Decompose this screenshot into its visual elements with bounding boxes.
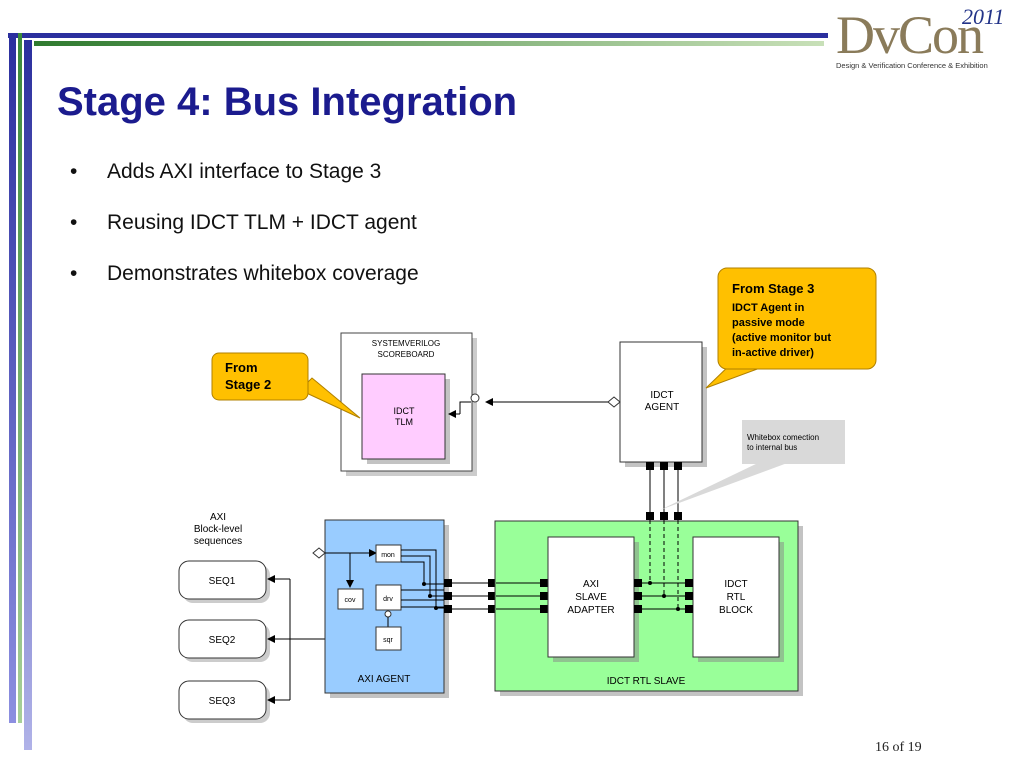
mon-label: mon (381, 552, 395, 559)
axi-slave-adapter-box: AXI SLAVE ADAPTER (547, 536, 639, 662)
callout-stage3-title: From Stage 3 (732, 281, 814, 296)
callout-stage3-text: (active monitor but (732, 332, 831, 344)
page-number: 16 of 19 (875, 740, 922, 755)
seq2-label: SEQ2 (209, 635, 236, 646)
adapter-label: AXI (583, 579, 599, 590)
seq1-box: SEQ1 (178, 560, 270, 603)
bullet-text: Demonstrates whitebox coverage (107, 262, 419, 285)
seq2-box: SEQ2 (178, 619, 270, 662)
scoreboard-title: SYSTEMVERILOG (372, 339, 440, 348)
tlm-label: TLM (395, 417, 413, 427)
axi-agent-label: AXI AGENT (358, 674, 411, 685)
bullet-text: Reusing IDCT TLM + IDCT agent (107, 211, 417, 234)
cov-box (337, 588, 364, 610)
export-circle-icon (470, 393, 480, 403)
axi-analysis-diamond-icon (312, 547, 326, 559)
logo-tagline: Design & Verification Conference & Exhib… (836, 61, 988, 70)
bullet-dot-icon: • (70, 211, 78, 234)
seq1-label: SEQ1 (209, 576, 236, 587)
bullet-item: • Demonstrates whitebox coverage (70, 262, 419, 313)
idct-rtl-slave-label: IDCT RTL SLAVE (607, 676, 686, 687)
analysis-port-diamond-icon (607, 396, 621, 408)
bullet-dot-icon: • (70, 262, 78, 285)
drv-label: drv (383, 596, 393, 603)
cov-label: cov (345, 597, 356, 604)
idct-agent-label: IDCT (650, 390, 673, 401)
callout-from-stage-2: From Stage 2 (211, 352, 361, 419)
bullet-list: • Adds AXI interface to Stage 3 • Reusing … (70, 160, 419, 313)
sqr-label: sqr (383, 637, 393, 644)
seq3-label: SEQ3 (209, 696, 236, 707)
left-bar-inner (24, 40, 32, 750)
whitebox-note-text: Whitebox comection (747, 433, 819, 442)
scoreboard-title: SCOREBOARD (378, 350, 435, 359)
bullet-item: • Adds AXI interface to Stage 3 (70, 160, 419, 211)
whitebox-note: Whitebox comection to internal bus (660, 420, 845, 510)
logo-year: 2011 (962, 4, 1005, 29)
callout-from-stage-3: From Stage 3 IDCT Agent in passive mode … (705, 267, 877, 389)
left-bar-blue (9, 33, 16, 723)
slide-title: Stage 4: Bus Integration (57, 80, 518, 124)
idct-agent-box: IDCT AGENT (619, 341, 707, 467)
bullet-item: • Reusing IDCT TLM + IDCT agent (70, 211, 419, 262)
dvcon-logo: DvCon (836, 5, 984, 65)
axi-sequences-label: AXI (210, 512, 226, 523)
seq3-box: SEQ3 (178, 680, 270, 723)
axi-sequences-label: Block-level (194, 524, 242, 535)
idct-rtl-block-box: IDCT RTL BLOCK (692, 536, 784, 662)
callout-stage3-text: in-active driver) (732, 347, 814, 359)
idct-agent-label: AGENT (645, 402, 679, 413)
sqr-box (375, 626, 402, 651)
callout-stage2-text: Stage 2 (225, 377, 271, 392)
tlm-box: IDCT TLM (361, 373, 450, 464)
rtl-block-label: RTL (727, 592, 746, 603)
rtl-block-label: BLOCK (719, 605, 753, 616)
callout-stage3-text: passive mode (732, 317, 805, 329)
adapter-label: SLAVE (575, 592, 607, 603)
adapter-label: ADAPTER (567, 605, 614, 616)
header-bar-blue (8, 33, 828, 38)
callout-stage3-text: IDCT Agent in (732, 302, 805, 314)
drv-box (375, 584, 402, 611)
header-bar-green (34, 41, 824, 46)
axi-sequences-label: sequences (194, 536, 242, 547)
callout-stage2-text: From (225, 360, 258, 375)
left-bar-green (18, 33, 22, 723)
bullet-dot-icon: • (70, 160, 78, 183)
rtl-block-label: IDCT (724, 579, 747, 590)
tlm-label: IDCT (394, 406, 415, 416)
mon-box (375, 544, 402, 563)
whitebox-note-text: to internal bus (747, 443, 797, 452)
bullet-text: Adds AXI interface to Stage 3 (107, 160, 382, 183)
